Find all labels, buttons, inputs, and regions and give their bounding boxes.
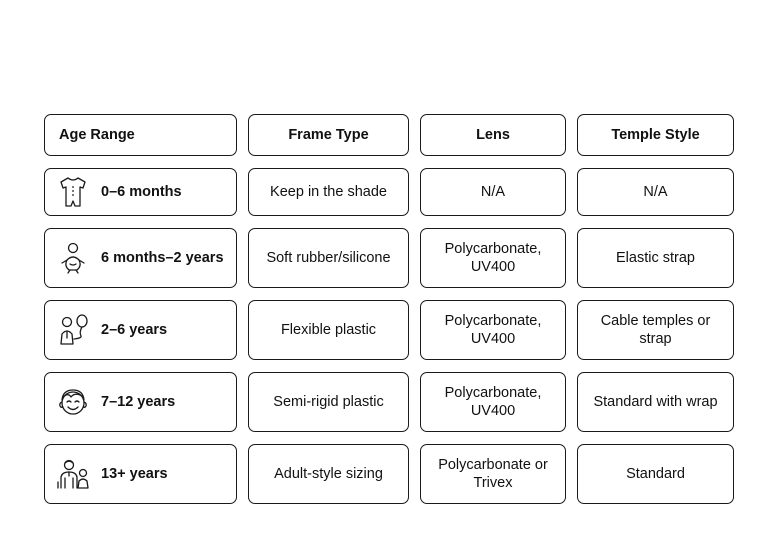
age-label: 2–6 years xyxy=(101,322,168,338)
frame-cell: Semi-rigid plastic xyxy=(248,372,409,432)
lens-cell: N/A xyxy=(420,168,566,216)
temple-cell: Standard xyxy=(577,444,734,504)
header-lens: Lens xyxy=(420,114,566,156)
crawling-baby-icon xyxy=(55,240,91,276)
age-cell-13-plus-years: 13+ years xyxy=(44,444,237,504)
lens-cell: Polycarbonate, UV400 xyxy=(420,372,566,432)
age-label: 13+ years xyxy=(101,466,168,482)
teen-and-child-icon xyxy=(55,456,91,492)
frame-cell: Soft rubber/silicone xyxy=(248,228,409,288)
age-label: 6 months–2 years xyxy=(101,250,224,266)
temple-cell: Elastic strap xyxy=(577,228,734,288)
age-cell-2-6-years: 2–6 years xyxy=(44,300,237,360)
header-temple-style: Temple Style xyxy=(577,114,734,156)
header-age-range: Age Range xyxy=(44,114,237,156)
lens-cell: Polycarbonate or Trivex xyxy=(420,444,566,504)
temple-cell: Cable temples or strap xyxy=(577,300,734,360)
baby-onesie-icon xyxy=(55,174,91,210)
temple-cell: Standard with wrap xyxy=(577,372,734,432)
lens-cell: Polycarbonate, UV400 xyxy=(420,228,566,288)
child-with-balloon-icon xyxy=(55,312,91,348)
age-label: 7–12 years xyxy=(101,394,176,410)
temple-cell: N/A xyxy=(577,168,734,216)
age-cell-7-12-years: 7–12 years xyxy=(44,372,237,432)
smiling-kid-face-icon xyxy=(55,384,91,420)
age-label: 0–6 months xyxy=(101,184,182,200)
frame-cell: Keep in the shade xyxy=(248,168,409,216)
header-frame-type: Frame Type xyxy=(248,114,409,156)
frame-cell: Flexible plastic xyxy=(248,300,409,360)
age-cell-0-6-months: 0–6 months xyxy=(44,168,237,216)
frame-cell: Adult-style sizing xyxy=(248,444,409,504)
age-cell-6-months-2-years: 6 months–2 years xyxy=(44,228,237,288)
lens-cell: Polycarbonate, UV400 xyxy=(420,300,566,360)
